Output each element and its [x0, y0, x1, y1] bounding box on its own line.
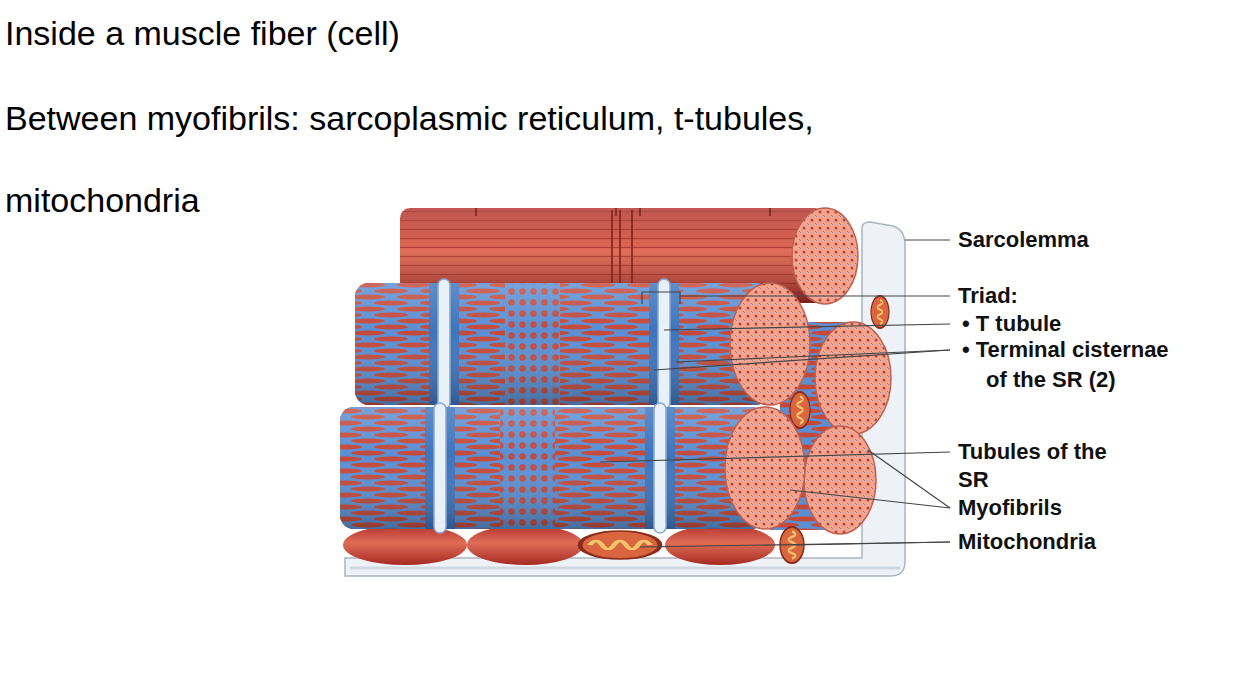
label-box: Sarcolemma [958, 226, 1218, 254]
leader-line [664, 324, 950, 330]
label-box: Tubules of the SR [958, 438, 1118, 494]
leader-line [676, 350, 950, 362]
label-box: • Terminal cisternae of the SR (2) [962, 335, 1177, 395]
label-box: Between myofibrils: sarcoplasmic reticul… [5, 77, 1005, 241]
leader-line [905, 239, 950, 240]
leader-line [790, 490, 950, 508]
sarcolemma-edge [350, 567, 900, 570]
part-label: Myofibrils [958, 494, 1218, 522]
t-tubule [654, 403, 666, 533]
t-tubule [658, 279, 670, 409]
sr-network [355, 283, 770, 405]
myofibril-shading [340, 407, 765, 529]
myofibril-end [792, 208, 858, 304]
part-label: • T tubule [984, 310, 1222, 338]
t-tubule [434, 403, 446, 533]
myofibril-end [730, 283, 810, 405]
label-box: Triad: [958, 282, 1218, 310]
myofilament-stripes [340, 407, 765, 529]
part-label: • Terminal cisternae of the SR (2) [986, 335, 1177, 395]
part-label: Sarcolemma [958, 226, 1218, 254]
myofibril-bottom [467, 525, 583, 565]
leader-line [654, 350, 950, 370]
slide-title: Inside a muscle fiber (cell) [5, 12, 1105, 54]
myofibril-body [355, 283, 770, 405]
mitochondrion [580, 531, 660, 559]
subtitle-text: Between myofibrils: sarcoplasmic reticul… [5, 77, 1005, 241]
part-label: Triad: [958, 282, 1218, 310]
leader-line [600, 452, 950, 462]
myofibril-body [340, 407, 765, 529]
myofibril [355, 279, 810, 409]
part-label: Mitochondria [958, 528, 1218, 556]
leader-line [680, 295, 950, 296]
leader-line [868, 450, 950, 508]
myofibril [340, 403, 805, 533]
mitochondrion [871, 296, 889, 328]
myofilament-stripes [355, 283, 770, 405]
leader-line [640, 542, 950, 547]
myofibril-end [725, 407, 805, 529]
myofibril-end [815, 322, 891, 434]
label-box: Mitochondria [958, 528, 1218, 556]
myofibril-bottom [343, 525, 467, 565]
myofibril-shading [355, 283, 770, 405]
label-box: • T tubule [962, 310, 1222, 338]
triad-bracket [642, 292, 680, 304]
part-label: Tubules of the SR [958, 438, 1118, 494]
mitochondrion [790, 392, 810, 428]
myofibril-end [804, 426, 876, 534]
leader-lines [600, 240, 950, 547]
t-tubule [438, 279, 450, 409]
sr-network [340, 407, 765, 529]
label-box: Myofibrils [958, 494, 1218, 522]
title-box: Inside a muscle fiber (cell) [5, 12, 1105, 54]
